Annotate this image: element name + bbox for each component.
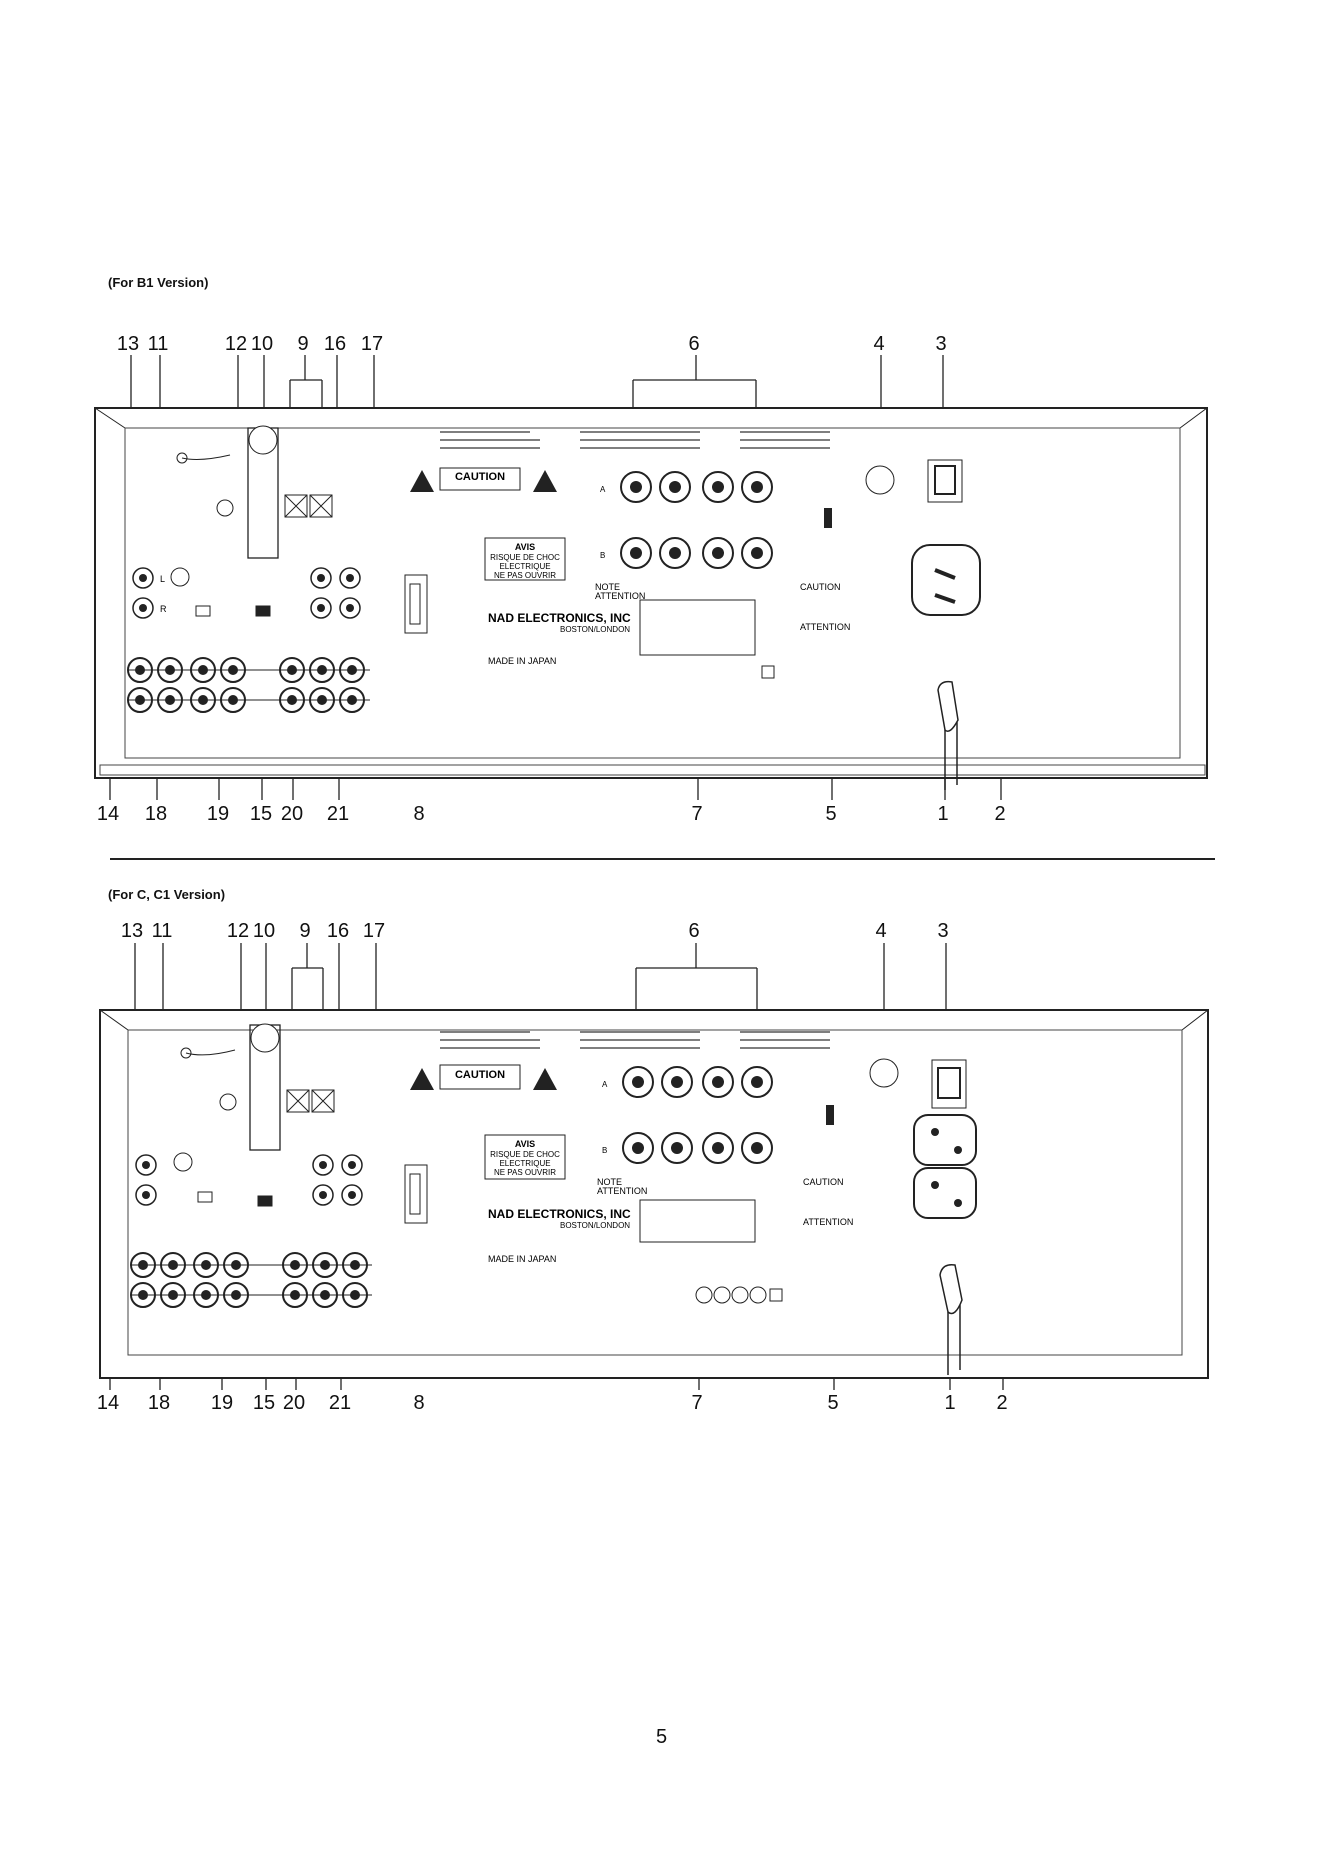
attention-small-c: ATTENTION [803, 1217, 853, 1227]
callout-15-c: 15 [252, 1392, 276, 1414]
callout-21: 21 [326, 803, 350, 825]
callout-9-c: 9 [299, 920, 311, 942]
callout-14: 14 [96, 803, 120, 825]
caution-small: CAUTION [800, 582, 841, 592]
made-in-label-c: MADE IN JAPAN [488, 1254, 556, 1264]
brand-city-c: BOSTON/LONDON [560, 1221, 630, 1230]
callout-8: 8 [413, 803, 425, 825]
avis-line2-c: ELECTRIQUE [499, 1159, 550, 1168]
callout-8-c: 8 [413, 1392, 425, 1414]
avis-line1: RISQUE DE CHOC [490, 553, 560, 562]
callout-20: 20 [280, 803, 304, 825]
attention-small: ATTENTION [800, 622, 850, 632]
callout-1-c: 1 [944, 1392, 956, 1414]
caution-label-c: CAUTION [455, 1069, 505, 1081]
attention-label-c: ATTENTION [597, 1186, 647, 1196]
callout-19-c: 19 [210, 1392, 234, 1414]
page-number: 5 [655, 1726, 668, 1748]
label-a-c: A [602, 1080, 608, 1089]
callout-7-c: 7 [691, 1392, 703, 1414]
avis-line3: NE PAS OUVRIR [494, 571, 556, 580]
callout-4: 4 [873, 333, 885, 355]
version-label-b1: (For B1 Version) [108, 275, 209, 290]
callout-17: 17 [360, 333, 384, 355]
avis-label-c: AVIS [515, 1139, 535, 1149]
callout-5-c: 5 [827, 1392, 839, 1414]
callout-18-c: 18 [147, 1392, 171, 1414]
callout-3: 3 [935, 333, 947, 355]
section-divider [110, 858, 1215, 860]
callout-10-c: 10 [252, 920, 276, 942]
callout-12: 12 [224, 333, 248, 355]
note-label-c: NOTE [597, 1177, 622, 1187]
avis-line2: ELECTRIQUE [499, 562, 550, 571]
label-b: B [600, 551, 605, 560]
callout-13-c: 13 [120, 920, 144, 942]
callout-9: 9 [297, 333, 309, 355]
callout-5: 5 [825, 803, 837, 825]
avis-label: AVIS [515, 542, 535, 552]
callout-6-c: 6 [688, 920, 700, 942]
callout-10: 10 [250, 333, 274, 355]
callout-20-c: 20 [282, 1392, 306, 1414]
callout-7: 7 [691, 803, 703, 825]
callout-2-c: 2 [996, 1392, 1008, 1414]
callout-16: 16 [323, 333, 347, 355]
brand-label: NAD ELECTRONICS, INC [488, 611, 631, 625]
avis-line3-c: NE PAS OUVRIR [494, 1168, 556, 1177]
callout-19: 19 [206, 803, 230, 825]
rear-panel-diagram-c: CAUTION AVIS RISQUE DE CHOC ELECTRIQUE N… [99, 943, 1209, 1390]
callout-11-c: 11 [151, 920, 173, 942]
label-r: R [160, 604, 167, 614]
callout-12-c: 12 [226, 920, 250, 942]
callout-15: 15 [249, 803, 273, 825]
callout-13: 13 [116, 333, 140, 355]
note-label: NOTE [595, 582, 620, 592]
label-b-c: B [602, 1146, 607, 1155]
callout-17-c: 17 [362, 920, 386, 942]
attention-label: ATTENTION [595, 591, 645, 601]
callout-18: 18 [144, 803, 168, 825]
version-label-c: (For C, C1 Version) [108, 887, 226, 902]
avis-line1-c: RISQUE DE CHOC [490, 1150, 560, 1159]
caution-small-c: CAUTION [803, 1177, 844, 1187]
label-a: A [600, 485, 606, 494]
label-l: L [160, 574, 165, 584]
callout-2: 2 [994, 803, 1006, 825]
rear-panel-diagram-b1: L R CAUTION AVIS RISQUE DE CHOC ELECTRIQ… [94, 355, 1208, 800]
callout-16-c: 16 [326, 920, 350, 942]
callout-3-c: 3 [937, 920, 949, 942]
callout-6: 6 [688, 333, 700, 355]
callout-1: 1 [937, 803, 949, 825]
callout-4-c: 4 [875, 920, 887, 942]
callout-11: 11 [147, 333, 169, 355]
made-in-label: MADE IN JAPAN [488, 656, 556, 666]
callout-21-c: 21 [328, 1392, 352, 1414]
caution-label: CAUTION [455, 471, 505, 483]
brand-city: BOSTON/LONDON [560, 625, 630, 634]
callout-14-c: 14 [96, 1392, 120, 1414]
brand-label-c: NAD ELECTRONICS, INC [488, 1207, 631, 1221]
